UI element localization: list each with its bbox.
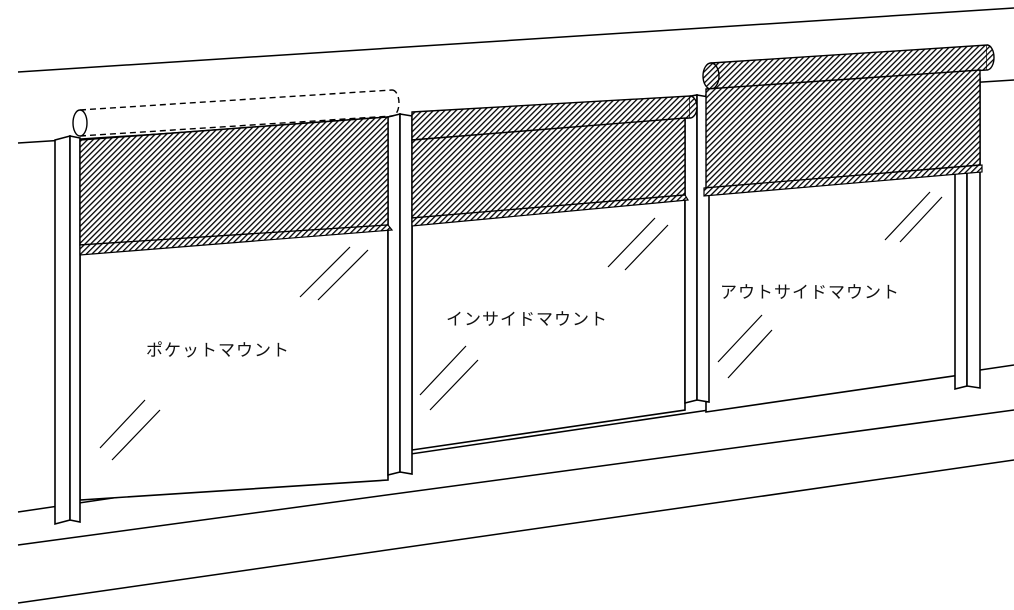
- mullion-left-front: [54, 134, 71, 526]
- mullion-left-side: [69, 135, 81, 523]
- shade-bottom-bar: [703, 164, 983, 197]
- glare-mark: [884, 191, 931, 241]
- glare-mark: [624, 224, 669, 271]
- shade-bottom-bar: [411, 194, 690, 227]
- glare-mark: [419, 345, 467, 396]
- glare-mark: [717, 314, 763, 363]
- label-pocket-mount: ポケットマウント: [146, 341, 290, 361]
- glass-glare-marks: [99, 191, 943, 461]
- mullion-2-front: [684, 94, 698, 405]
- label-outside-mount: アウトサイドマウント: [720, 283, 900, 303]
- glare-mark: [727, 329, 773, 379]
- mullions: [54, 75, 981, 526]
- glare-mark: [317, 249, 369, 301]
- mullion-1-front: [387, 112, 401, 477]
- label-bg: [440, 302, 646, 332]
- wall-top-line: [17, 7, 1014, 73]
- label-bg: [716, 276, 946, 306]
- glare-mark: [607, 217, 656, 268]
- floor-line-2: [17, 459, 1014, 604]
- glare-mark: [429, 359, 479, 411]
- shade-fabric: [79, 116, 389, 246]
- shade-pocket-mount: [72, 89, 400, 256]
- glare-mark: [899, 196, 943, 243]
- shade-inside-mount: [411, 95, 698, 227]
- label-bg: [140, 333, 328, 363]
- shade-outside-mount: [702, 44, 995, 197]
- glare-mark: [299, 246, 351, 298]
- glare-mark: [111, 409, 161, 461]
- roller-shade-icon: [72, 89, 400, 137]
- floor-line-1: [17, 409, 1014, 546]
- label-inside-mount: インサイドマウント: [446, 310, 608, 330]
- mullion-1-side: [399, 113, 413, 475]
- shade-bottom-bar: [79, 224, 394, 256]
- glare-mark: [99, 399, 146, 449]
